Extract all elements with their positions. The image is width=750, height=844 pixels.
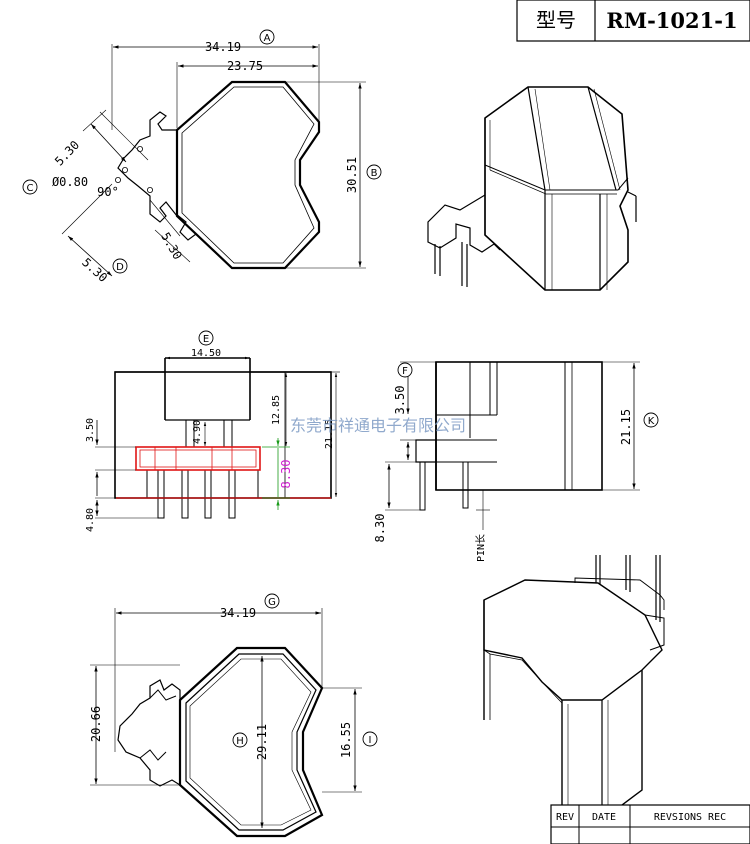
callout-k: K — [643, 412, 659, 428]
revision-table: REV DATE REVSIONS REC — [550, 804, 750, 844]
svg-text:G: G — [268, 597, 276, 608]
rev-header: REV — [556, 812, 574, 823]
callout-g: G — [264, 593, 280, 609]
dim-body-width: 23.75 — [227, 59, 263, 73]
dim-pin-length: 4.80 — [85, 508, 96, 532]
iso-view-top — [427, 86, 637, 291]
dim-overall-width: 34.19 — [205, 40, 241, 54]
dim-top-height: 12.85 — [271, 395, 282, 425]
svg-text:F: F — [402, 366, 408, 377]
side-view-labels: 3.50 21.15 8.30 PIN长 — [373, 386, 633, 562]
dim-height: 30.51 — [345, 157, 359, 193]
dim-pin-diameter: Ø0.80 — [52, 175, 88, 189]
callout-c: C — [22, 179, 38, 195]
svg-text:H: H — [236, 736, 244, 747]
dim-pin-spacing-3: 5.30 — [158, 230, 185, 262]
dim-side-pin-length: 8.30 — [373, 514, 387, 543]
dim-bottom-width: 34.19 — [220, 606, 256, 620]
callout-d: D — [112, 258, 128, 274]
dim-side-flange: 3.50 — [393, 386, 407, 415]
model-label: 型号 — [536, 8, 576, 32]
iso-view-bottom — [483, 555, 665, 821]
svg-text:A: A — [264, 33, 271, 44]
svg-text:C: C — [27, 183, 34, 194]
dim-pin-spacing-2: 5.30 — [79, 255, 110, 285]
callout-a: A — [259, 29, 275, 45]
bottom-view-labels: 34.19 20.66 29.11 16.55 — [89, 606, 353, 760]
dim-pin-spacing-1: 5.30 — [52, 138, 82, 169]
dim-angle: 90° — [97, 185, 119, 199]
pin-note: PIN长 — [475, 534, 487, 562]
callouts: A B C D E F K G H I — [22, 29, 659, 748]
dim-top-width: 14.50 — [191, 348, 221, 359]
dim-bottom-left-height: 20.66 — [89, 706, 103, 742]
svg-text:I: I — [369, 735, 372, 746]
front-view-labels: 14.50 12.85 21.15 3.50 4.90 8.30 4.80 — [85, 348, 335, 532]
revisions-header: REVSIONS REC — [654, 812, 726, 823]
bottom-view — [90, 608, 362, 838]
date-header: DATE — [592, 812, 616, 823]
callout-e: E — [198, 330, 214, 346]
model-number: RM-1021-1 — [606, 8, 737, 33]
svg-text:E: E — [203, 334, 209, 345]
callout-f: F — [397, 362, 413, 378]
dim-bottom-center-height: 29.11 — [255, 724, 269, 760]
svg-text:K: K — [648, 416, 655, 427]
dim-bottom-right-height: 16.55 — [339, 722, 353, 758]
dim-side-total-height: 21.15 — [619, 409, 633, 445]
dim-flange-height: 3.50 — [85, 418, 96, 442]
dim-inner-height: 4.90 — [192, 420, 203, 444]
side-view — [385, 361, 640, 530]
callout-h: H — [232, 732, 248, 748]
svg-text:B: B — [371, 168, 378, 179]
callout-b: B — [366, 164, 382, 180]
svg-text:D: D — [116, 262, 124, 273]
top-view — [61, 44, 366, 277]
dim-pin-height: 8.30 — [279, 460, 293, 489]
company-watermark: 东莞市祥通电子有限公司 — [290, 416, 466, 435]
title-block: 型号 RM-1021-1 — [516, 0, 750, 42]
callout-i: I — [362, 731, 378, 747]
dim-total-height: 21.15 — [324, 419, 335, 449]
front-view — [95, 356, 340, 519]
top-view-labels: 34.19 23.75 30.51 5.30 5.30 5.30 Ø0.80 9… — [52, 40, 359, 285]
